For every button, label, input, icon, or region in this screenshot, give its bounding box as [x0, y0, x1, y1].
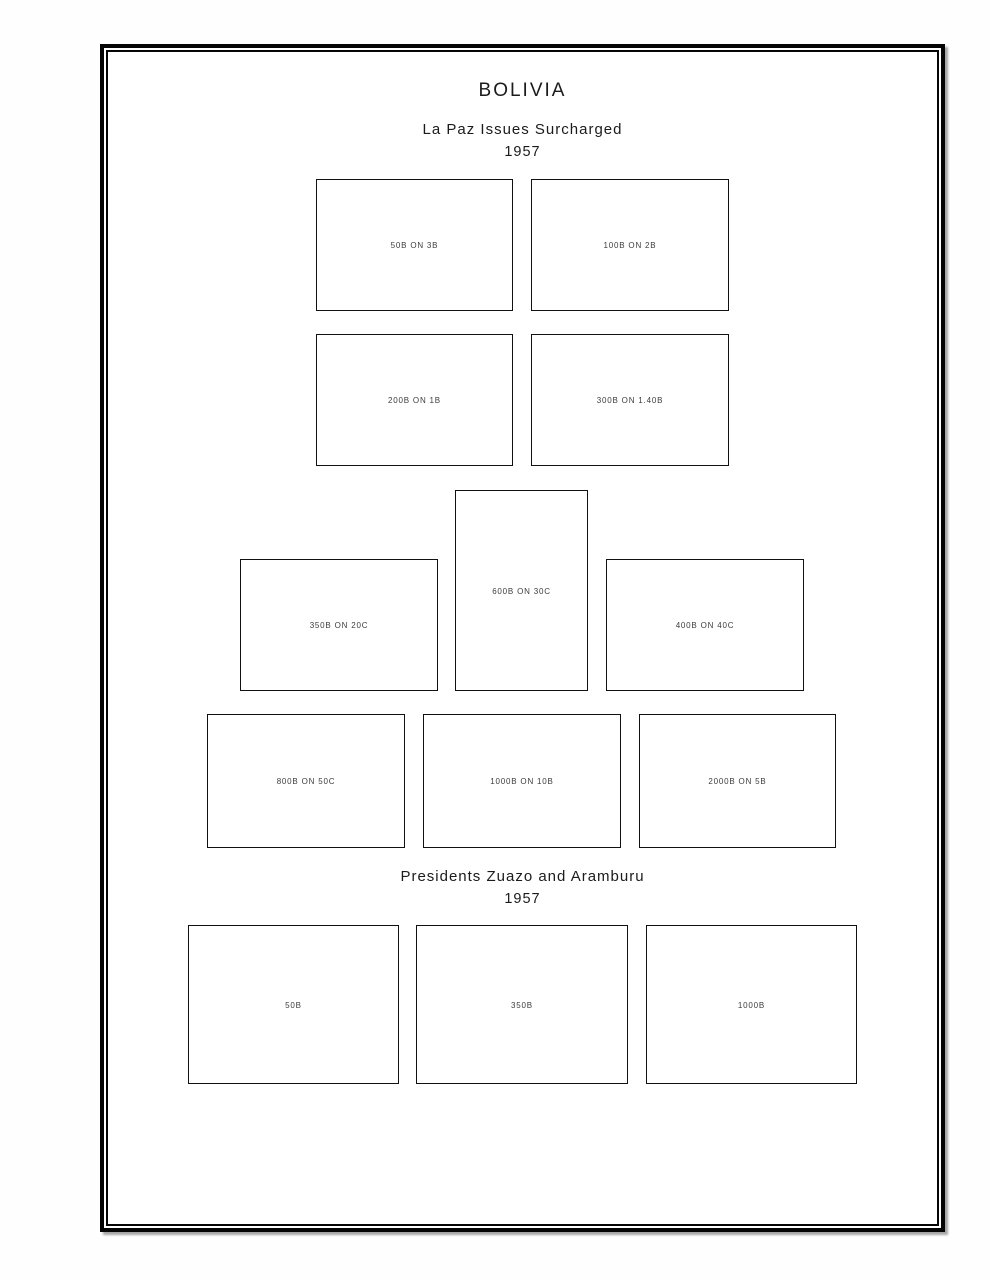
stamp-box-100b-on-2b: 100B ON 2B — [531, 179, 729, 311]
stamp-label: 200B ON 1B — [388, 394, 441, 406]
section-heading-la-paz: La Paz Issues Surcharged — [422, 121, 623, 138]
stamp-box-50b-on-3b: 50B ON 3B — [316, 179, 513, 311]
stamp-label: 800B ON 50C — [276, 775, 336, 787]
stamp-box-1000b-on-10b: 1000B ON 10B — [423, 714, 621, 848]
stamp-label: 300B ON 1.40B — [596, 394, 664, 406]
stamp-label: 2000B ON 5B — [708, 775, 767, 787]
section-year-la-paz: 1957 — [504, 144, 541, 160]
section-heading-presidents: Presidents Zuazo and Aramburu — [400, 868, 645, 885]
stamp-box-400b-on-40c: 400B ON 40C — [606, 559, 804, 691]
stamp-label: 350B ON 20C — [309, 619, 369, 631]
stamp-label: 1000B ON 10B — [490, 775, 554, 787]
stamp-box-2000b-on-5b: 2000B ON 5B — [639, 714, 836, 848]
page-title: BOLIVIA — [478, 80, 567, 101]
stamp-box-600b-on-30c: 600B ON 30C — [455, 490, 588, 691]
stamp-box-300b-on-1.40b: 300B ON 1.40B — [531, 334, 729, 466]
page-frame-inner — [106, 50, 939, 1226]
stamp-box-200b-on-1b: 200B ON 1B — [316, 334, 513, 466]
stamp-label: 50B ON 3B — [390, 239, 439, 251]
stamp-label: 600B ON 30C — [492, 584, 551, 597]
stamp-box-350b-on-20c: 350B ON 20C — [240, 559, 438, 691]
stamp-label: 100B ON 2B — [603, 239, 657, 251]
stamp-label: 1000B — [737, 998, 766, 1011]
stamp-label: 350B — [511, 998, 533, 1011]
stamp-label: 50B — [285, 998, 302, 1011]
stamp-box-350b: 350B — [416, 925, 628, 1084]
stamp-label: 400B ON 40C — [675, 619, 735, 631]
stamp-box-1000b: 1000B — [646, 925, 857, 1084]
section-year-presidents: 1957 — [504, 891, 541, 907]
stamp-box-800b-on-50c: 800B ON 50C — [207, 714, 405, 848]
stamp-box-50b: 50B — [188, 925, 399, 1084]
